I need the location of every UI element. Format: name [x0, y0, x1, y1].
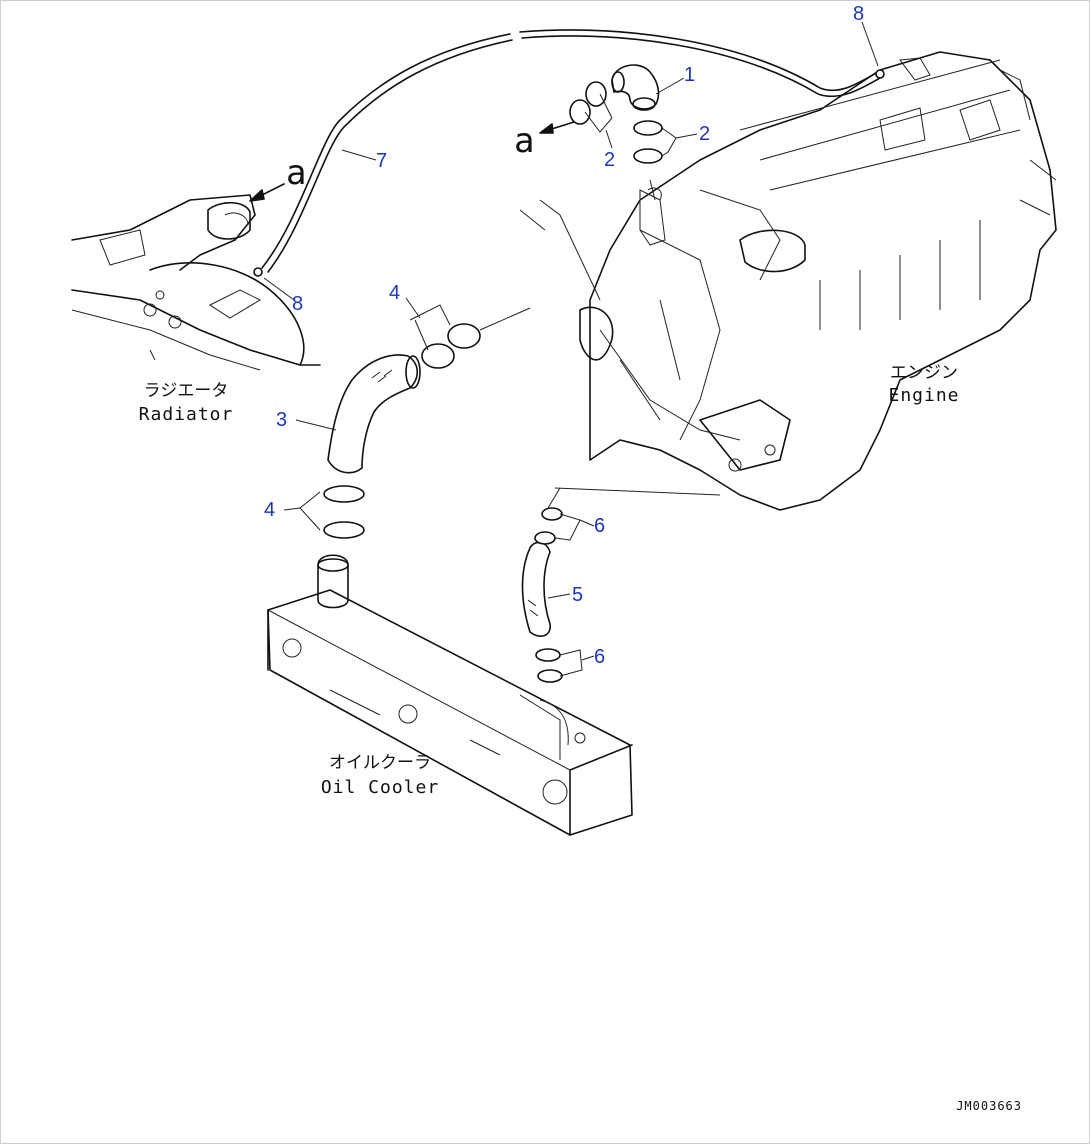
label-oil-cooler-jp: オイルクーラ: [329, 753, 431, 773]
hose-3: [327, 354, 421, 474]
engine-drawing: [519, 51, 1057, 511]
callout-4-top: 4: [389, 282, 400, 304]
callout-4-bottom: 4: [264, 499, 275, 521]
view-mark-a-engine: a: [514, 121, 534, 161]
leader-lines: [263, 21, 879, 661]
callout-2-left: 2: [604, 149, 615, 171]
callout-5: 5: [572, 584, 583, 606]
drawing-code: JM003663: [956, 1099, 1022, 1113]
view-arrows: [249, 121, 575, 202]
callout-1: 1: [684, 64, 695, 86]
label-oil-cooler-en: Oil Cooler: [321, 777, 439, 798]
hose-7: [253, 29, 885, 277]
radiator-drawing: [71, 194, 321, 371]
label-radiator-en: Radiator: [139, 404, 234, 425]
label-engine-en: Engine: [888, 385, 959, 406]
label-radiator-jp: ラジエータ: [144, 381, 229, 401]
elbow-hose-1: [611, 64, 660, 111]
callout-6-bottom: 6: [594, 646, 605, 668]
callout-8-radiator: 8: [292, 293, 303, 315]
callout-3: 3: [276, 409, 287, 431]
callout-6-top: 6: [594, 515, 605, 537]
clamps-2: [569, 81, 677, 201]
view-mark-a-radiator: a: [286, 153, 306, 193]
label-engine-jp: エンジン: [890, 363, 958, 383]
hose-5-clamps-6: [521, 487, 721, 683]
callout-7: 7: [376, 150, 387, 172]
callout-8-top: 8: [853, 3, 864, 25]
callout-2-right: 2: [699, 123, 710, 145]
clamps-4: [299, 304, 531, 539]
oil-cooler-drawing: [267, 554, 633, 836]
